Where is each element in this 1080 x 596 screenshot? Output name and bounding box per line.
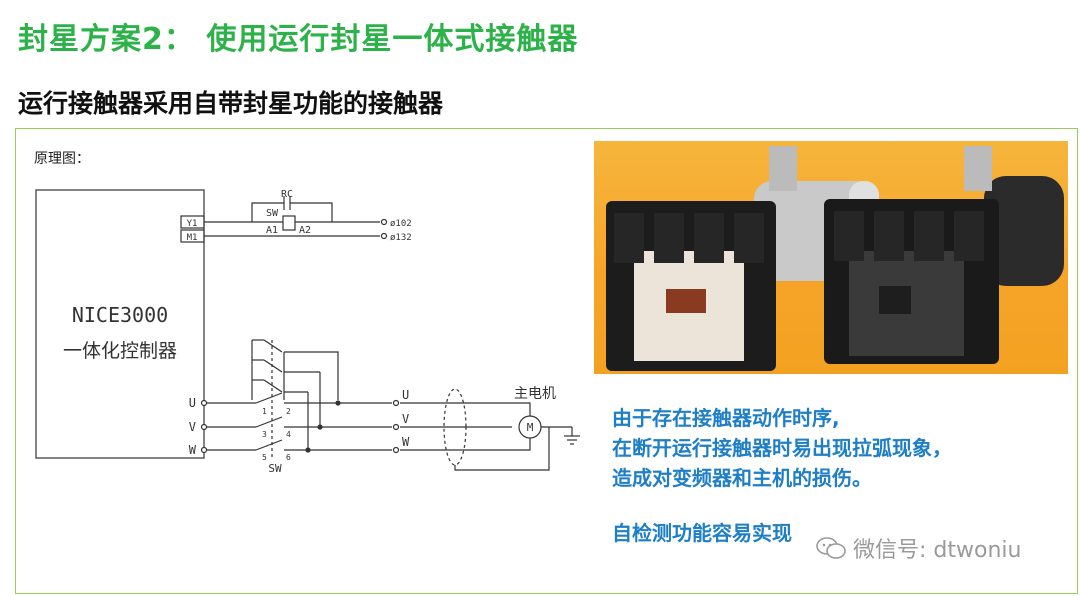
wire-102-label: ø102 [390, 219, 412, 229]
rc-label: RC [281, 189, 293, 200]
motor-m: M [527, 421, 534, 434]
main-contact-1 [255, 392, 283, 404]
contact-num-2: 2 [286, 407, 291, 416]
coil-symbol [282, 215, 296, 231]
content-frame [15, 128, 1078, 594]
out-w-label: W [402, 435, 410, 449]
controller-name: 一体化控制器 [63, 340, 177, 362]
rc-branch-right [290, 202, 333, 222]
terminal-u: U [189, 396, 196, 410]
page-title: 封星方案2： 使用运行封星一体式接触器 [18, 22, 579, 57]
terminal-132-dot [380, 232, 388, 240]
terminal-m1: M1 [187, 233, 198, 243]
out-u-dot [392, 399, 400, 407]
contact-num-6: 6 [286, 453, 291, 462]
rc-branch-left [251, 202, 284, 222]
terminal-102-dot [380, 218, 388, 226]
motor-label: 主电机 [514, 386, 556, 402]
out-v-dot [392, 423, 400, 431]
contact-num-4: 4 [286, 430, 291, 439]
coil-a1-label: A1 [266, 225, 278, 236]
coil-sw-label: SW [266, 208, 279, 219]
main-contact-2 [255, 416, 283, 428]
diagram-label: 原理图： [34, 151, 90, 167]
watermark-text: 微信号: dtwoniu [853, 538, 1022, 563]
wechat-icon [816, 537, 846, 559]
contactor-photo [594, 141, 1068, 374]
cable-shield [443, 388, 467, 466]
note-line-4: 自检测功能容易实现 [612, 521, 792, 545]
contact-num-1: 1 [262, 407, 267, 416]
note-line-1: 由于存在接触器动作时序, [612, 406, 840, 430]
note-line-2: 在断开运行接触器时易出现拉弧现象， [612, 436, 952, 460]
terminal-y1: Y1 [187, 219, 198, 229]
contact-num-3: 3 [262, 430, 267, 439]
wire-132-label: ø132 [390, 233, 412, 243]
contact-sw-label: SW [268, 462, 282, 475]
terminal-w: W [189, 443, 197, 457]
contactor-image [606, 146, 1064, 371]
left-contactor-button [666, 289, 706, 313]
controller-model: NICE3000 [72, 303, 168, 327]
contact-num-5: 5 [262, 453, 267, 462]
left-bracket [769, 146, 797, 191]
out-w-dot [392, 446, 400, 454]
note-line-3: 造成对变频器和主机的损伤。 [612, 466, 872, 490]
out-u-label: U [402, 388, 409, 402]
seal-contact-2 [263, 359, 283, 373]
wechat-watermark: 微信号: dtwoniu [815, 532, 1021, 564]
page-subtitle: 运行接触器采用自带封星功能的接触器 [18, 89, 444, 118]
right-contactor-button [879, 286, 911, 314]
right-bracket [964, 146, 992, 191]
shield-ground-wire [454, 427, 550, 471]
right-coil-housing [984, 176, 1064, 286]
controller-box [35, 189, 205, 459]
main-contact-3 [255, 439, 283, 451]
seal-contact-1 [263, 339, 283, 353]
coil-a2-label: A2 [299, 225, 311, 236]
out-v-label: V [402, 412, 409, 426]
seal-link-1 [284, 351, 339, 400]
terminal-v: V [189, 420, 196, 434]
seal-contact-3 [263, 379, 283, 393]
